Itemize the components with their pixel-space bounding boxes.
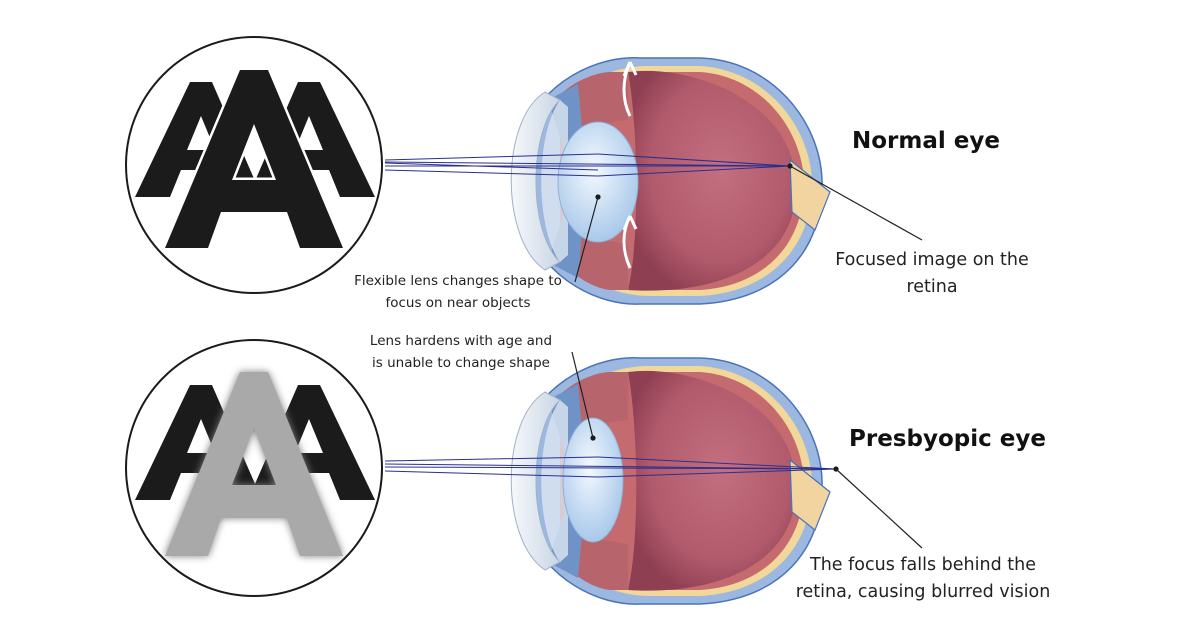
normal-focus-note-line2: retina [906,277,958,297]
normal-lens-note: Flexible lens changes shape to focus on … [330,270,586,314]
normal-focus-note: Focused image on the retina [812,247,1052,301]
normal-focus-leader [789,165,923,241]
presbyopic-focus-note-line2: retina, causing blurred vision [795,582,1051,602]
presbyopic-focus-note: The focus falls behind the retina, causi… [775,552,1071,606]
presbyopic-eye-title: Presbyopic eye [849,426,1046,452]
presbyopic-lens-note: Lens hardens with age and is unable to c… [345,330,577,374]
presbyopic-eye-section [125,339,923,605]
normal-eye-section [125,36,923,305]
normal-lens-note-line2: focus on near objects [385,295,531,311]
normal-lens-leader [574,196,599,283]
presbyopic-lens [562,417,624,543]
presbyopic-focus-note-line1: The focus falls behind the [810,555,1036,575]
presbyopic-lens-note-line1: Lens hardens with age and [369,333,553,349]
normal-light-rays [384,153,791,177]
presbyopic-light-rays [384,456,837,478]
normal-letters [135,67,375,251]
normal-focus-note-line1: Focused image on the [835,250,1029,270]
normal-eye-title: Normal eye [852,128,1000,154]
presbyopic-focus-leader [835,468,923,549]
presbyopic-lens-note-line2: is unable to change shape [372,355,550,371]
normal-lens [557,121,639,243]
presbyopic-letters [135,372,375,556]
presbyopic-lens-leader [571,351,594,439]
normal-lens-note-line1: Flexible lens changes shape to [354,273,562,289]
